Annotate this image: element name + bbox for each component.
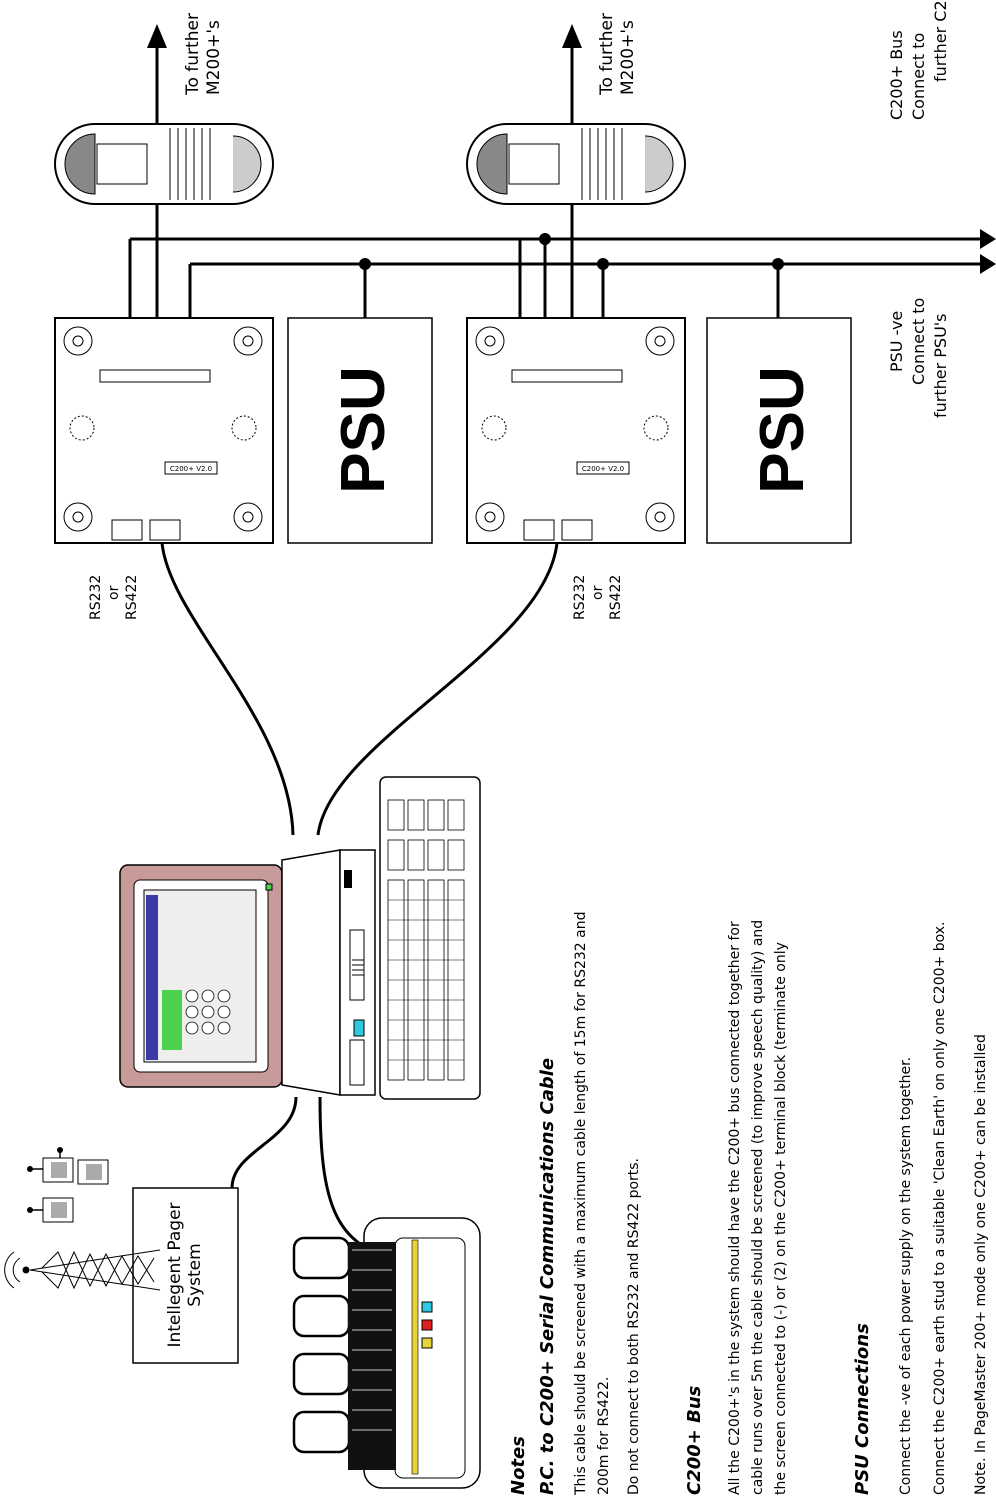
pager-devices — [27, 1147, 109, 1223]
rs-label-line: RS232 — [88, 575, 104, 620]
serial-cables — [160, 542, 559, 836]
psu-neg-label: PSU -ve Connect to further PSU's — [887, 298, 950, 418]
radio-mast — [4, 1249, 161, 1291]
psu-box-1: PSU — [287, 317, 433, 544]
notes-heading: Notes — [508, 1436, 529, 1495]
m200-outstation-2 — [466, 123, 686, 205]
pager-label-line: Intellegent Pager — [165, 1202, 185, 1347]
pc-base-unit — [281, 849, 376, 1096]
notes-bus-line: the screen connected to (-) or (2) on th… — [773, 942, 789, 1495]
rs-label-line: or — [106, 585, 122, 600]
notes-bus-title: C200+ Bus — [684, 1385, 705, 1495]
notes-psu-line: Connect the -ve of each power supply on … — [898, 1057, 914, 1495]
printer — [292, 1217, 481, 1489]
psu-arrowhead — [980, 254, 996, 274]
rs-label-1: RS232 or RS422 — [88, 575, 140, 620]
psu-label-line: Connect to — [909, 298, 928, 385]
up-arrowhead-2 — [562, 24, 582, 48]
rs-label-line: RS232 — [572, 575, 588, 620]
notes-serial-line: 200m for RS422. — [596, 1377, 612, 1495]
psu-label-line: PSU -ve — [887, 311, 906, 372]
notes-psu-title: PSU Connections — [852, 1323, 873, 1495]
arrow-label-line: M200+'s — [204, 20, 224, 95]
notes-serial-line: Do not connect to both RS232 and RS422 p… — [626, 1158, 642, 1495]
m200-outstation-1 — [54, 123, 274, 205]
pc-keyboard — [379, 776, 481, 1100]
rs-label-2: RS232 or RS422 — [572, 575, 624, 620]
board-chip-label: C200+ V2.0 — [170, 465, 212, 473]
psu-label: PSU — [329, 366, 398, 493]
notes-footer: Note. In PageMaster 200+ mode only one C… — [973, 1034, 989, 1495]
bus-label-line: further C200+'s — [931, 0, 950, 82]
notes-bus-line: cable runs over 5m the cable should be s… — [750, 920, 766, 1495]
pc-monitor — [119, 864, 283, 1088]
arrow-label-line: M200+'s — [618, 20, 638, 95]
c200-board-2: C200+ V2.0 — [466, 317, 686, 544]
bus-arrowheads — [147, 24, 996, 274]
rs-label-line: RS422 — [124, 575, 140, 620]
bus-label: C200+ Bus Connect to further C200+'s — [887, 0, 950, 120]
arrow-label-line: To further — [183, 13, 203, 96]
notes-psu-line: Connect the C200+ earth stud to a suitab… — [932, 922, 948, 1495]
bus-arrowhead — [980, 229, 996, 249]
psu-label: PSU — [748, 366, 817, 493]
psu-label-line: further PSU's — [931, 313, 950, 418]
board-chip-label: C200+ V2.0 — [582, 465, 624, 473]
up-arrowhead-1 — [147, 24, 167, 48]
notes-bus-line: All the C200+'s in the system should hav… — [727, 921, 743, 1495]
rs-label-line: or — [590, 585, 606, 600]
notes-serial-title: P.C. to C200+ Serial Communications Cabl… — [537, 1058, 558, 1495]
pager-label-line: System — [185, 1243, 205, 1306]
psu-box-2: PSU — [706, 317, 852, 544]
notes-serial-line: This cable should be screened with a max… — [573, 912, 589, 1495]
c200-board-1: C200+ V2.0 — [54, 317, 274, 544]
bus-label-line: C200+ Bus — [887, 30, 906, 120]
pager-system-box: Intellegent Pager System — [132, 1187, 239, 1364]
arrow-label-2: To further M200+'s — [597, 13, 638, 96]
junction-dots — [359, 233, 784, 270]
rs-label-line: RS422 — [608, 575, 624, 620]
arrow-label-1: To further M200+'s — [183, 13, 224, 96]
arrow-label-line: To further — [597, 13, 617, 96]
notes-section: Notes P.C. to C200+ Serial Communication… — [508, 912, 989, 1496]
bus-label-line: Connect to — [909, 33, 928, 120]
